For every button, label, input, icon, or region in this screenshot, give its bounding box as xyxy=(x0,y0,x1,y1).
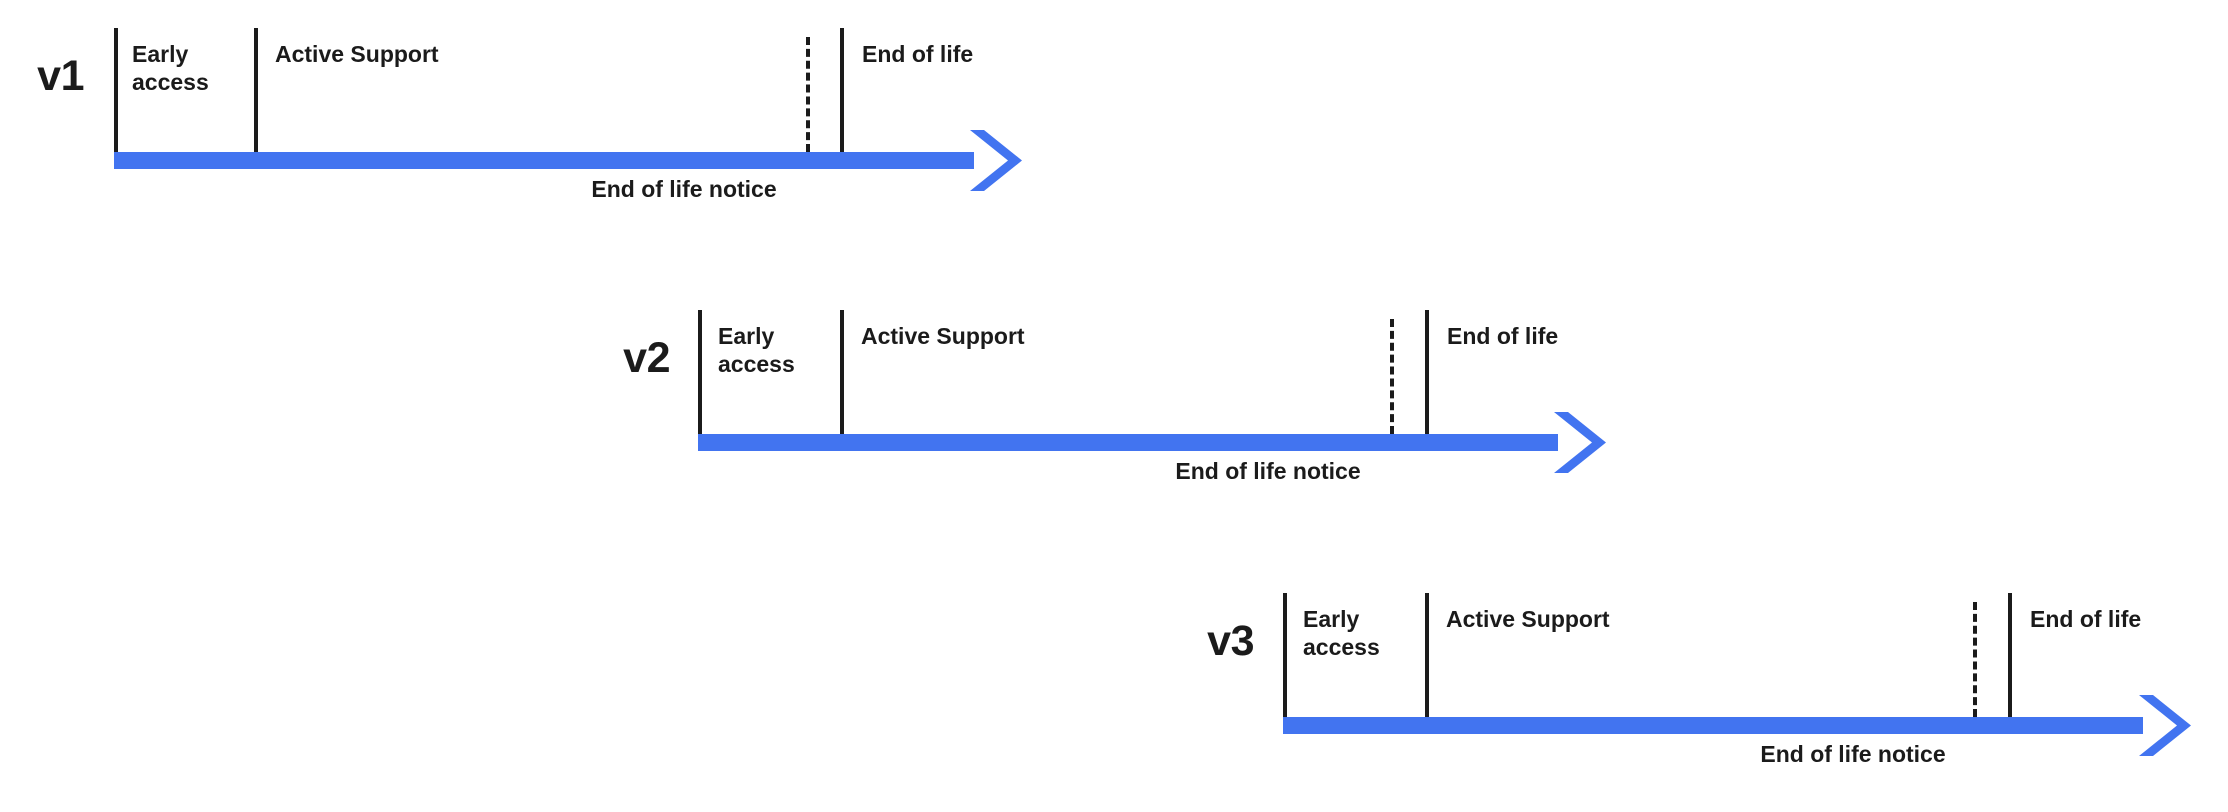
arrow-head-icon xyxy=(1546,412,1606,474)
phase-label-active-support: Active Support xyxy=(1446,606,1610,632)
version-label-v3: v3 xyxy=(1207,617,1254,665)
phase-label-end-of-life: End of life xyxy=(862,41,974,67)
phase-divider-early-access-start xyxy=(1283,593,1287,717)
phase-divider-early-access-start xyxy=(698,310,702,434)
phase-divider-end-of-life-start xyxy=(2008,593,2012,717)
phase-label-early-access: Early access xyxy=(718,323,795,378)
phase-label-active-support: Active Support xyxy=(275,41,439,67)
lifecycle-arrow-shaft xyxy=(114,152,974,169)
phase-label-early-access: Early access xyxy=(1303,606,1380,661)
bar-caption-end-of-life-notice: End of life notice xyxy=(591,176,777,202)
phase-divider-active-support-start xyxy=(840,310,844,434)
version-label-v2: v2 xyxy=(623,334,670,382)
phase-label-early-access: Early access xyxy=(132,41,209,96)
end-of-life-notice-marker xyxy=(1390,319,1394,434)
phase-divider-active-support-start xyxy=(254,28,258,152)
lifecycle-arrow-shaft xyxy=(698,434,1558,451)
arrow-head-icon xyxy=(2131,695,2191,757)
phase-label-end-of-life: End of life xyxy=(1447,323,1559,349)
arrow-head-icon xyxy=(962,130,1022,192)
phase-divider-early-access-start xyxy=(114,28,118,152)
phase-divider-end-of-life-start xyxy=(840,28,844,152)
bar-caption-end-of-life-notice: End of life notice xyxy=(1175,458,1361,484)
end-of-life-notice-marker xyxy=(1973,602,1977,717)
phase-divider-end-of-life-start xyxy=(1425,310,1429,434)
version-label-v1: v1 xyxy=(37,52,84,100)
end-of-life-notice-marker xyxy=(806,37,810,152)
lifecycle-arrow-shaft xyxy=(1283,717,2143,734)
bar-caption-end-of-life-notice: End of life notice xyxy=(1760,741,1946,767)
phase-divider-active-support-start xyxy=(1425,593,1429,717)
phase-label-end-of-life: End of life xyxy=(2030,606,2142,632)
phase-label-active-support: Active Support xyxy=(861,323,1025,349)
